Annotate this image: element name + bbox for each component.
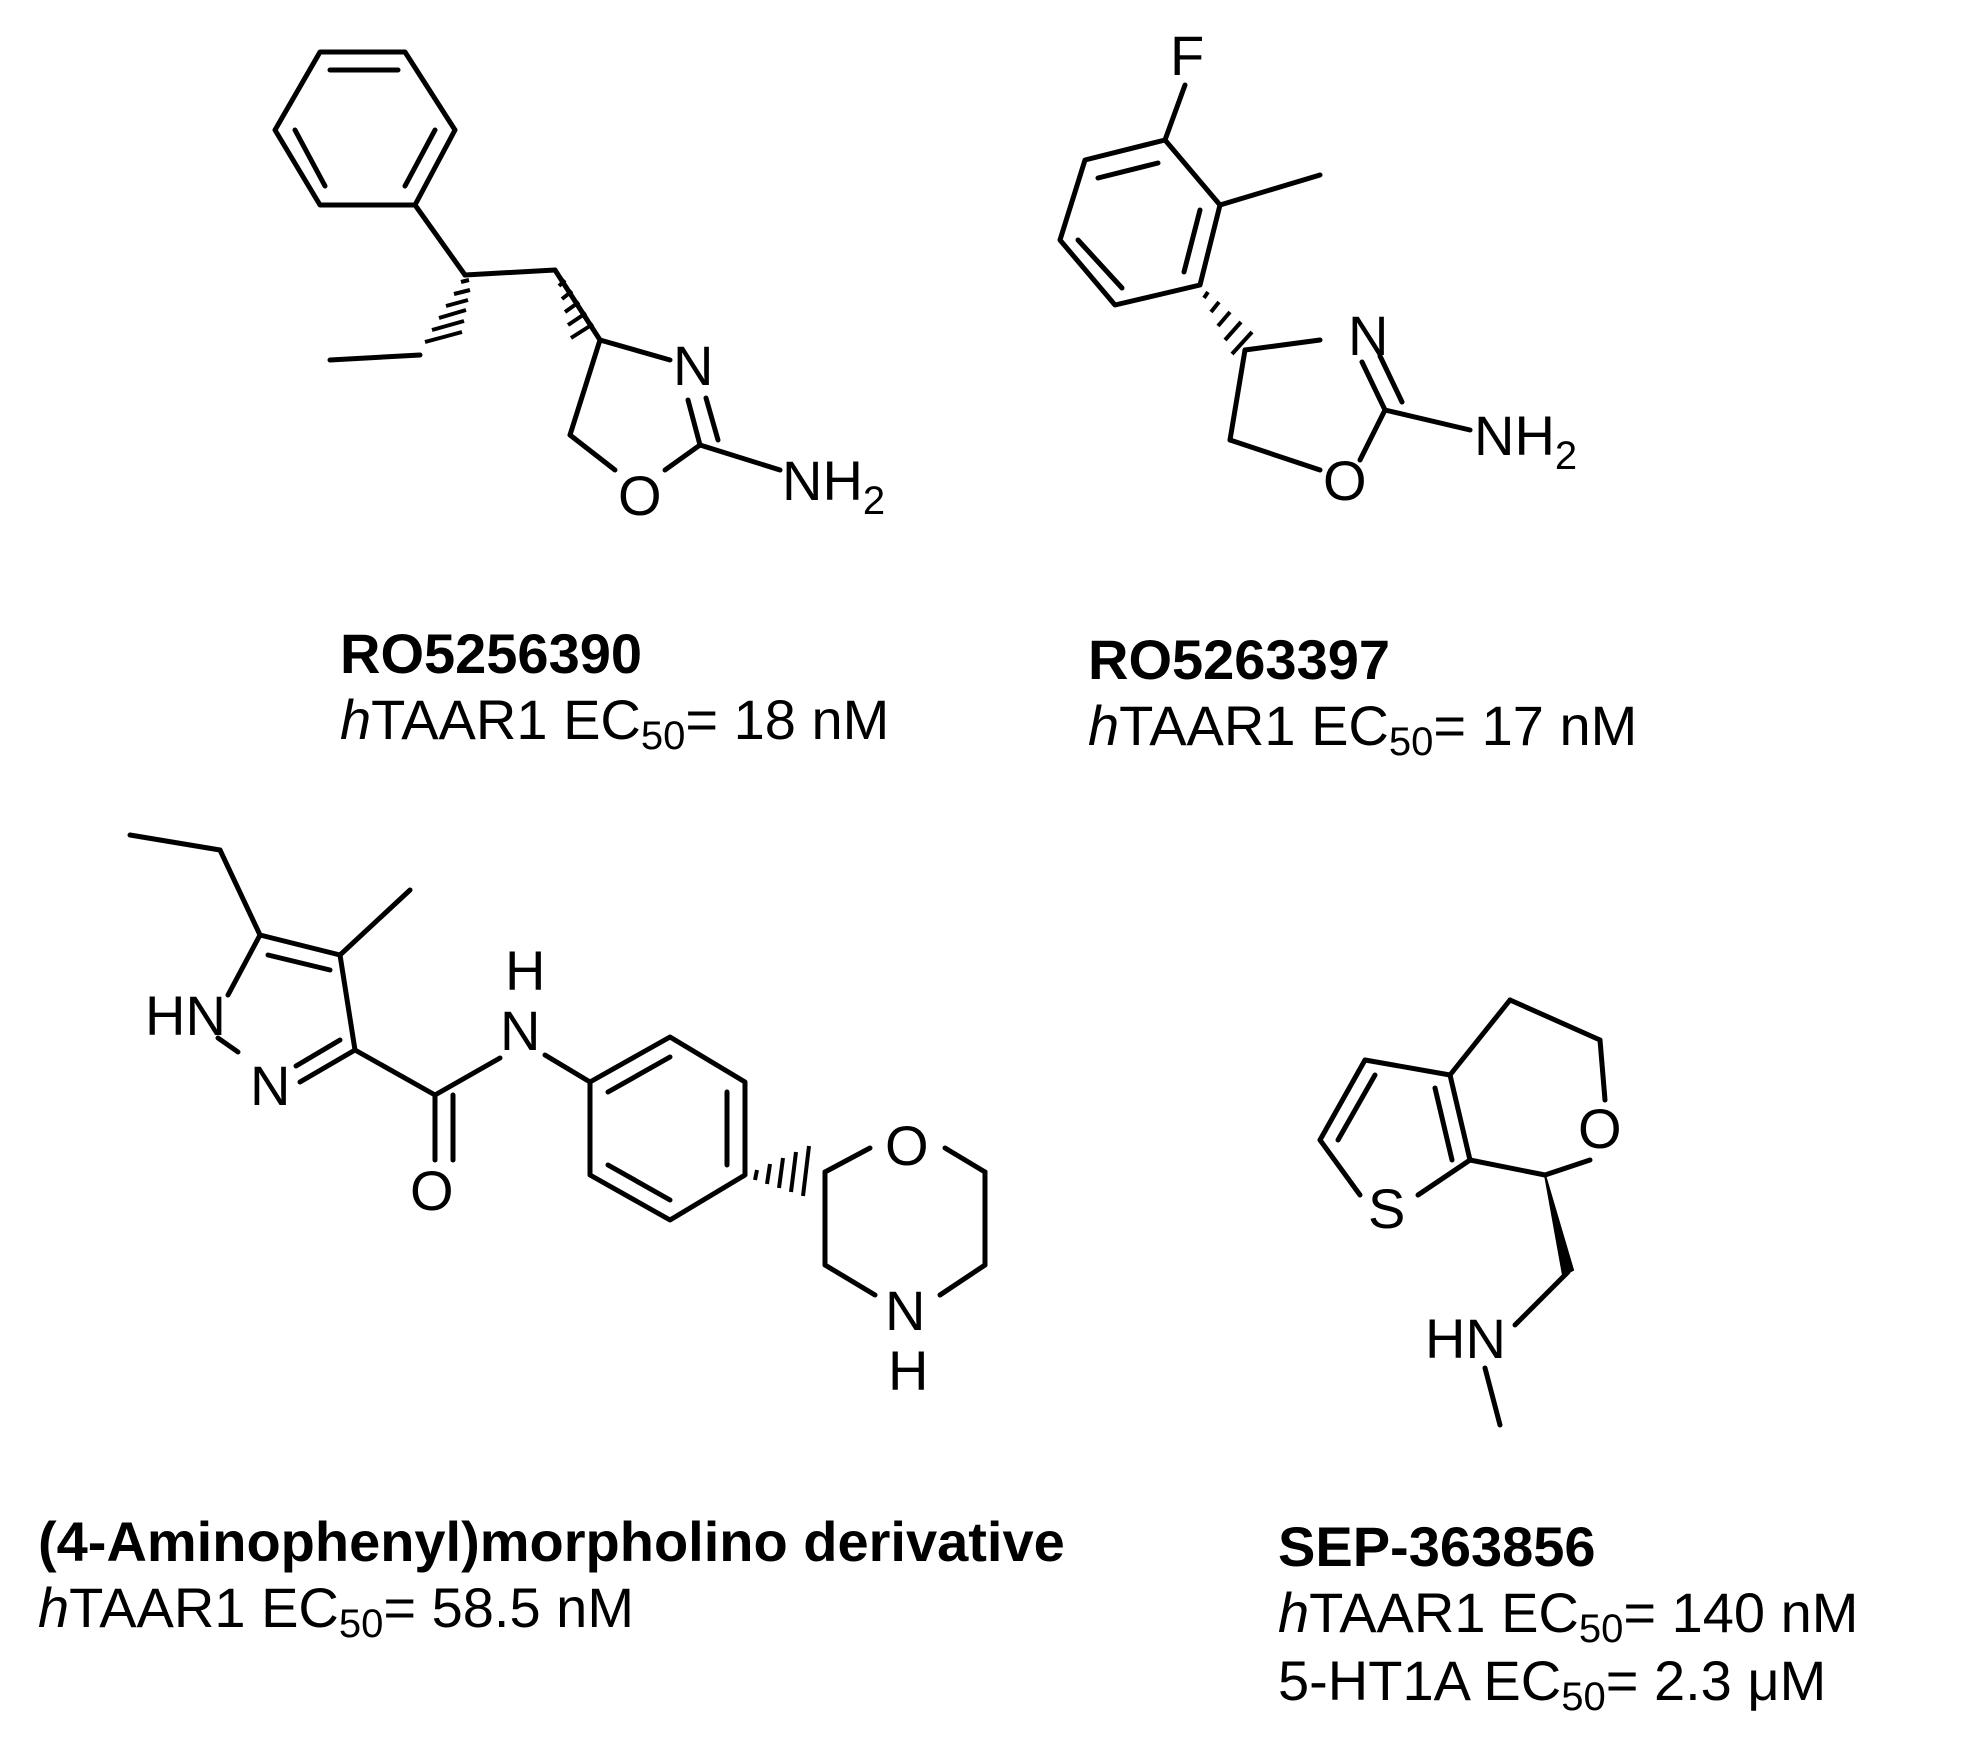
label-ro5263397: RO5263397 hTAAR1 EC50= 17 nM — [1088, 628, 1638, 764]
compound-name: SEP-363856 — [1278, 1515, 1596, 1578]
compound-name: (4-Aminophenyl)morpholino derivative — [38, 1510, 1065, 1573]
compound-name: RO5256390 — [340, 622, 643, 685]
atom-label-n-amide: N — [500, 999, 540, 1062]
atom-label-o-carbonyl: O — [410, 1159, 454, 1222]
atom-label-h-morpholine: H — [888, 1339, 928, 1402]
atom-label-n-pyrazole: N — [250, 1054, 290, 1117]
atom-label-hn: HN — [145, 984, 226, 1047]
hashed-wedge — [1202, 290, 1254, 356]
activity-line: hTAAR1 EC50= 18 nM — [340, 688, 890, 758]
compound-name: RO5263397 — [1088, 628, 1391, 691]
atom-label-nh2: NH2 — [782, 449, 885, 523]
atom-label-n: N — [673, 334, 713, 397]
atom-label-o: O — [1578, 1097, 1622, 1160]
atom-label-o-morpholine: O — [885, 1114, 929, 1177]
atom-label-n-morpholine: N — [885, 1279, 925, 1342]
atom-label-o: O — [1323, 449, 1367, 512]
atom-label-nh2: NH2 — [1474, 404, 1577, 478]
activity-line: hTAAR1 EC50= 17 nM — [1088, 694, 1638, 764]
hashed-wedge — [753, 1145, 811, 1197]
atom-label-f: F — [1170, 24, 1204, 87]
activity-line: 5-HT1A EC50= 2.3 μM — [1278, 1649, 1827, 1719]
hashed-wedge-ring — [557, 278, 595, 340]
atom-label-o: O — [618, 464, 662, 527]
label-sep-363856: SEP-363856 hTAAR1 EC50= 140 nM 5-HT1A EC… — [1278, 1515, 1859, 1719]
activity-line: hTAAR1 EC50= 58.5 nM — [38, 1576, 634, 1646]
atom-label-h-amide: H — [505, 939, 545, 1002]
activity-line: hTAAR1 EC50= 140 nM — [1278, 1581, 1859, 1651]
structure-ro5256390: N O NH2 — [272, 49, 885, 527]
label-ro5256390: RO5256390 hTAAR1 EC50= 18 nM — [340, 622, 890, 758]
atom-label-s: S — [1368, 1177, 1405, 1240]
structure-ro5263397: F N O NH2 — [1057, 24, 1577, 512]
structure-morpholino-derivative: HN N O N H O N H — [127, 832, 988, 1402]
label-morpholino-derivative: (4-Aminophenyl)morpholino derivative hTA… — [38, 1510, 1065, 1646]
structure-sep-363856: S O HN — [1317, 997, 1622, 1428]
hashed-wedge-ethyl — [424, 278, 471, 344]
solid-wedge — [1544, 1174, 1575, 1277]
atom-label-n: N — [1348, 304, 1388, 367]
atom-label-hn: HN — [1425, 1307, 1506, 1370]
